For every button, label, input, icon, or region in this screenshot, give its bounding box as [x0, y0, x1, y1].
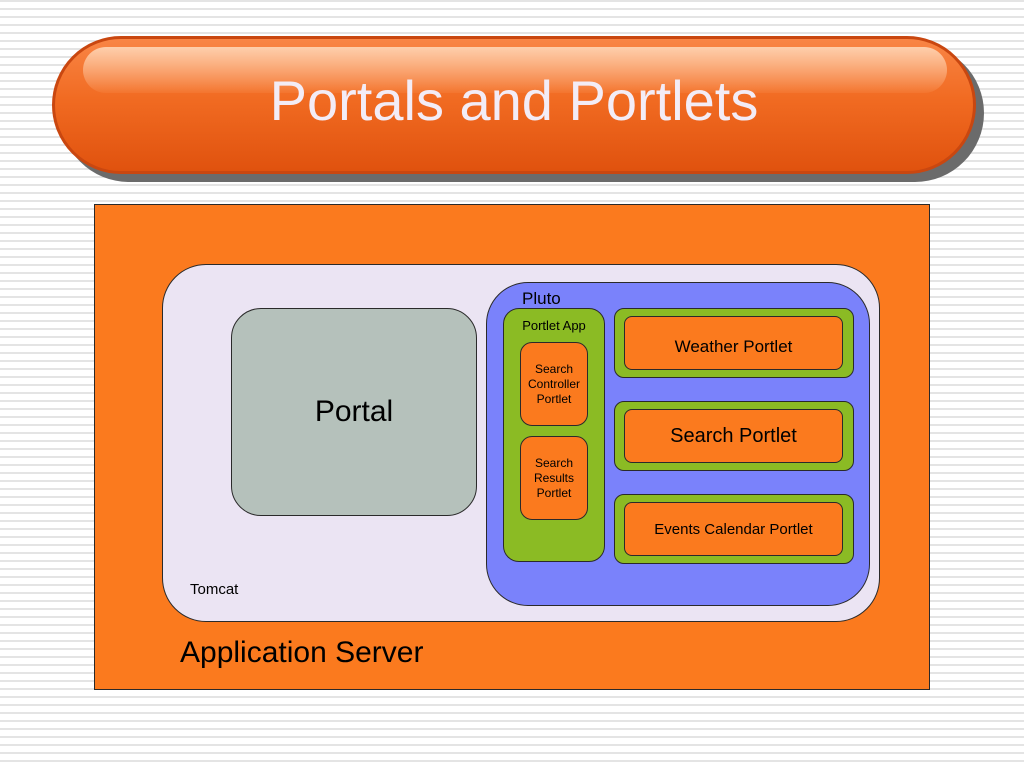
search-portlet: Search Portlet — [624, 409, 843, 463]
weather-portlet: Weather Portlet — [624, 316, 843, 370]
slide-title: Portals and Portlets — [269, 69, 759, 132]
events-calendar-portlet-frame: Events Calendar Portlet — [614, 494, 854, 564]
portlet-app-label: Portlet App — [522, 318, 586, 333]
search-results-portlet: Search Results Portlet — [520, 436, 588, 520]
portal-box: Portal — [231, 308, 477, 516]
events-calendar-portlet: Events Calendar Portlet — [624, 502, 843, 556]
title-banner-gloss — [83, 47, 947, 93]
title-banner: Portals and Portlets — [52, 36, 976, 174]
pluto-label: Pluto — [522, 289, 561, 308]
application-server-label: Application Server — [180, 636, 424, 669]
search-controller-portlet: Search Controller Portlet — [520, 342, 588, 426]
weather-portlet-frame: Weather Portlet — [614, 308, 854, 378]
tomcat-label: Tomcat — [190, 581, 239, 598]
search-portlet-frame: Search Portlet — [614, 401, 854, 471]
